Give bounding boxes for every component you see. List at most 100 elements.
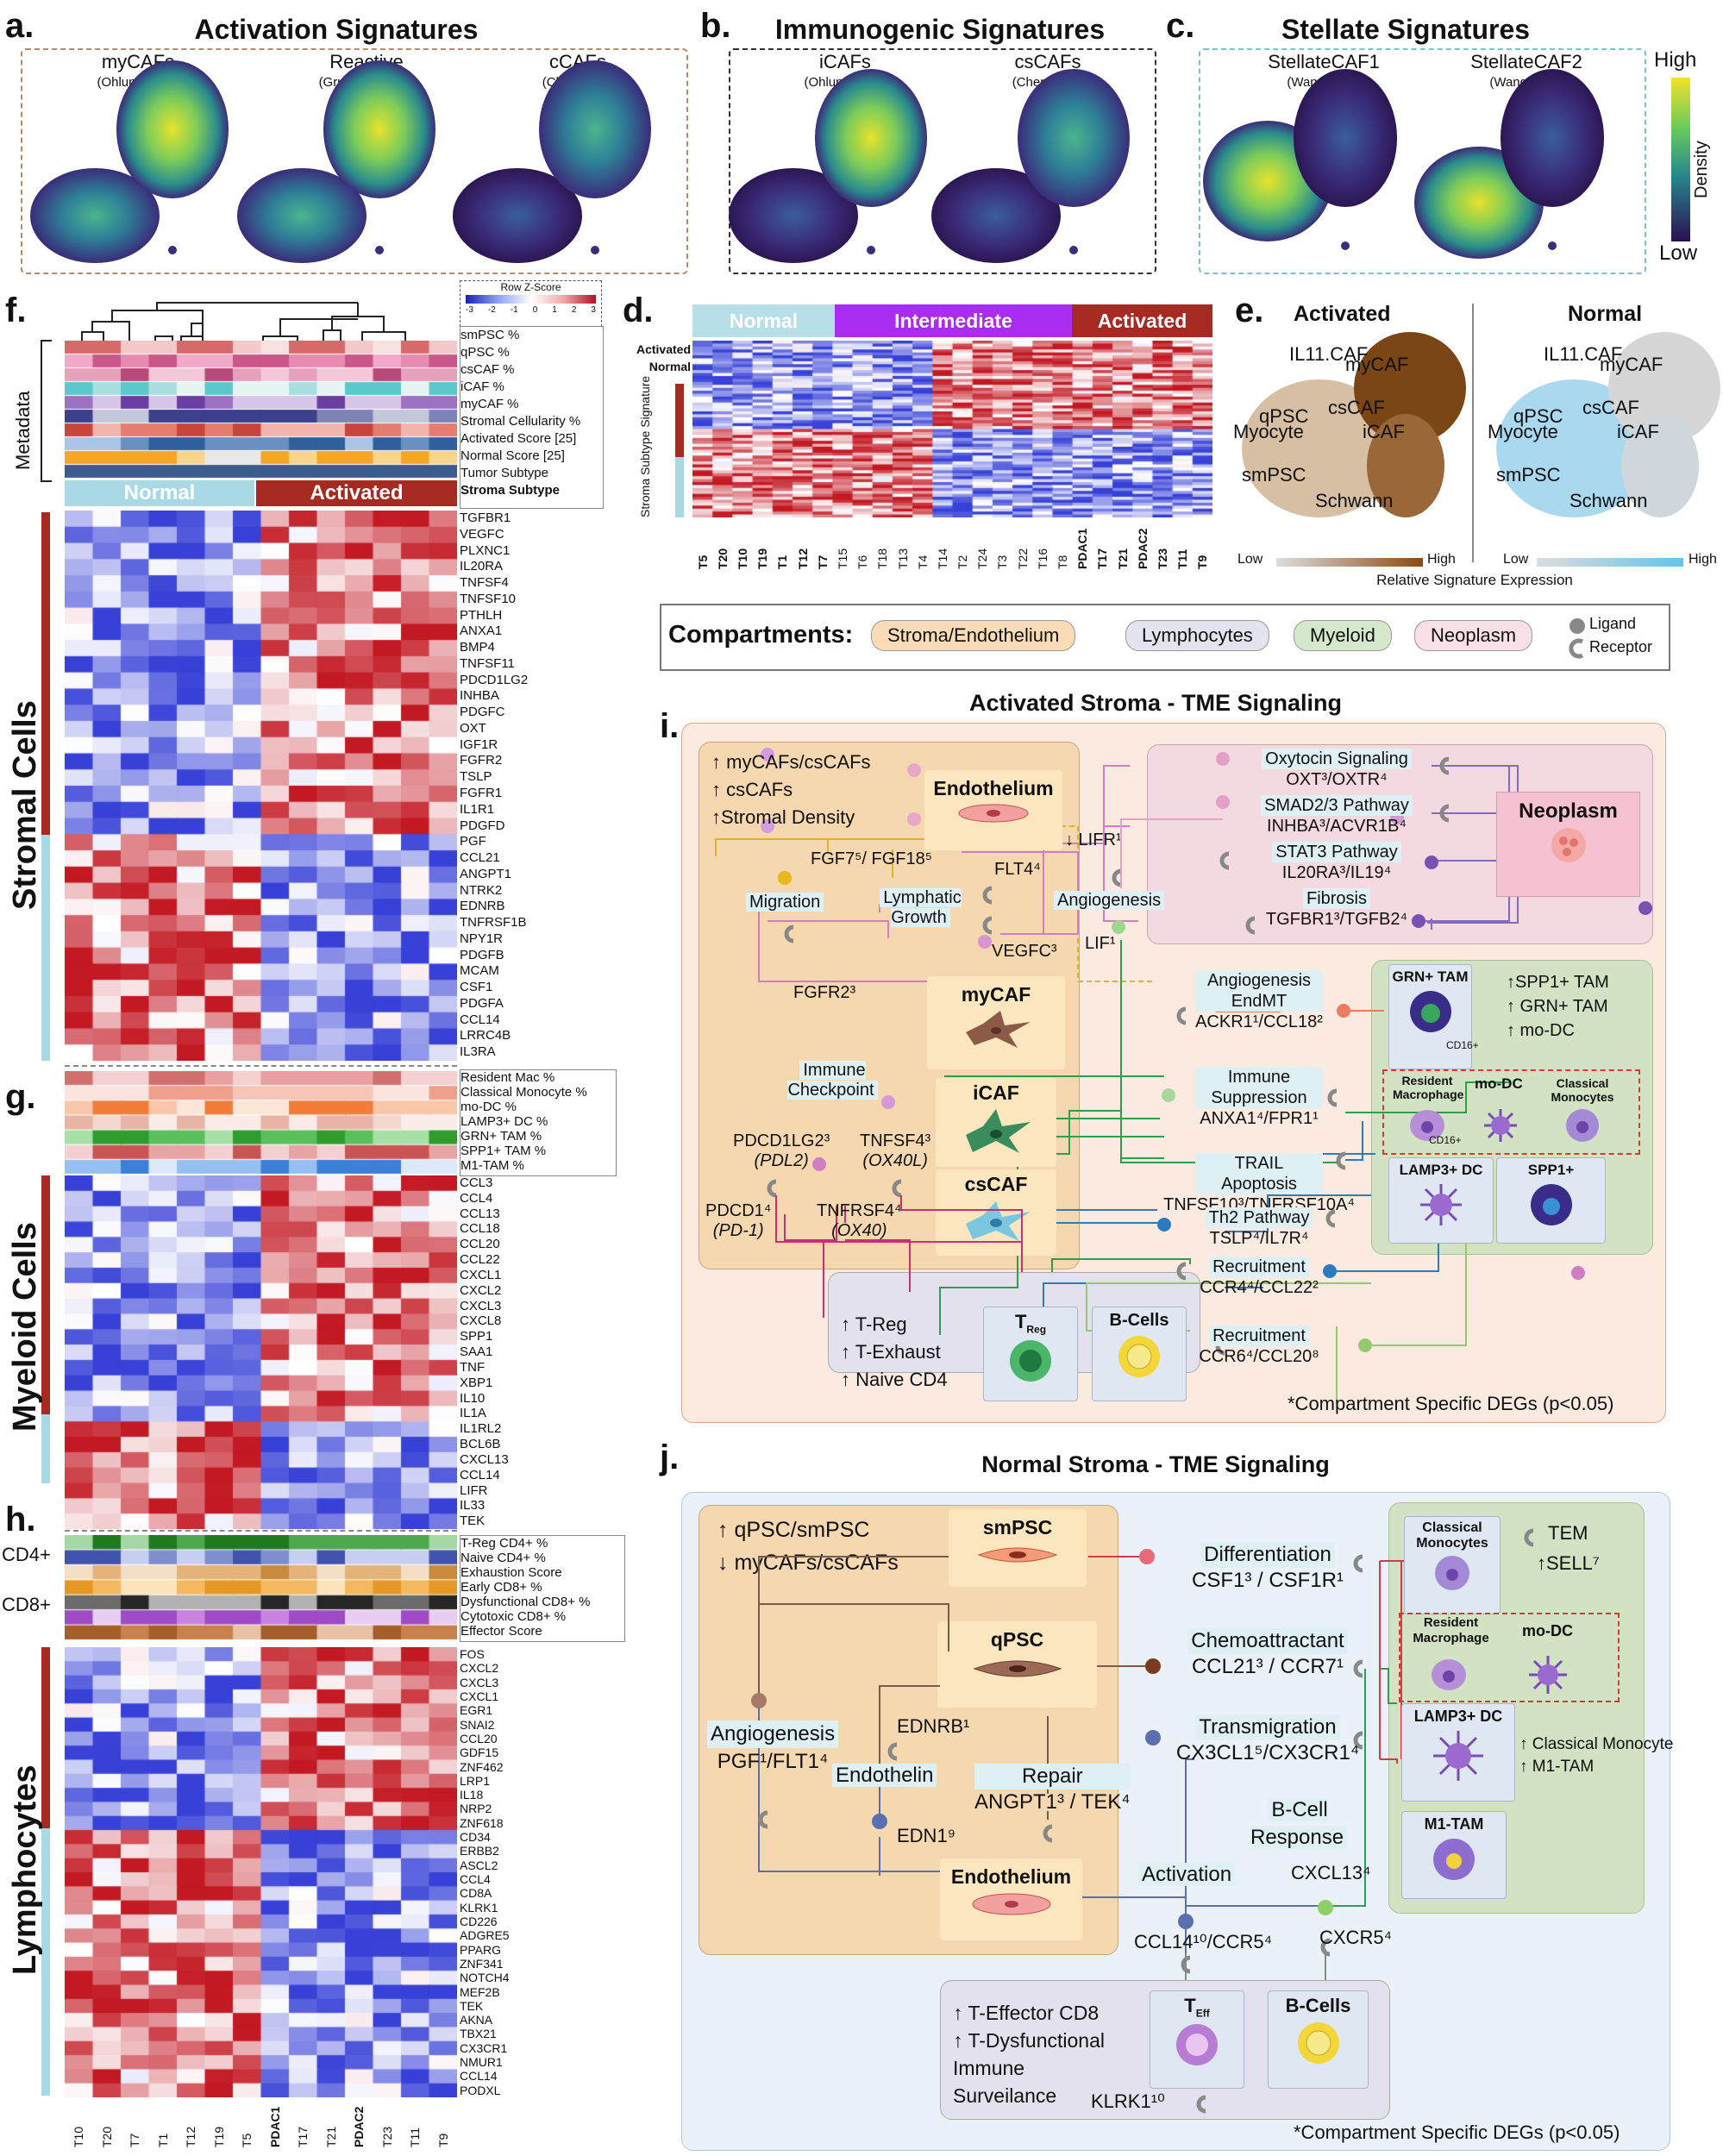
gene-label: PLXNC1 [460,542,511,558]
gene-label: MEF2B [460,1984,500,1999]
note-line: ↑ csCAFs [711,779,793,800]
group-activated: Activated [1072,304,1212,337]
j-modc: mo-DC [1522,1622,1573,1639]
gene-label: FGFR2 [460,753,503,768]
gene-label: CXCL3 [460,1675,499,1689]
f-metadata-heatmap [65,341,457,479]
legend-title: Compartments: [668,621,854,649]
i-modc: mo-DC [1475,1075,1523,1092]
i-tnfrsf4: TNFRSF4⁴(OX40) [817,1201,902,1240]
gene-label: Classical Monocyte % [461,1085,587,1100]
note-line: ↑ T-Dysfunctional Immune Surveilance [953,2029,1105,2107]
gene-label: ANGPT1 [460,866,512,881]
legend-stroma: Stroma/Endothelium [871,620,1076,651]
cluster-label: Schwann [1569,490,1648,511]
f-activated-bar [41,512,50,835]
note-line: ↑ mo-DC [1507,1021,1575,1040]
i-lymphatic: Lymphatic Growth [875,888,966,928]
e-caption: Relative Signature Expression [1376,572,1573,588]
note-line: ↑ T-Effector CD8 [953,2002,1100,2024]
gene-label: LAMP3+ DC % [461,1114,548,1129]
gene-label: Dysfunctional CD8+ % [461,1595,591,1609]
panel-letter-d: d. [623,291,654,329]
gene-label: LRRC4B [460,1028,511,1044]
d-normal-bar [675,457,684,517]
i-fgf: FGF7⁵/ FGF18⁵ [811,849,933,868]
umap-mycafs [30,60,229,263]
j-activation: Activation [1138,1863,1236,1886]
panel-letter-f: f. [5,291,27,329]
i-angiogenesis: Angiogenesis [1054,891,1165,911]
j-qpsc-cell: qPSC [937,1621,1097,1708]
i-footnote: *Compartment Specific DEGs (p<0.05) [1288,1393,1614,1414]
gene-label: IL10 [460,1390,486,1406]
j-lamp3-icon [1433,1731,1483,1781]
interaction-pair: CCL21³ / CCR7¹ [1191,1655,1344,1678]
interaction-name: Transmigration [1195,1714,1340,1740]
interaction-pair: ACKR1¹/CCL18² [1195,1012,1323,1031]
gene-label: GDF15 [460,1745,499,1760]
gene-label: Exhaustion Score [461,1565,562,1580]
panel-b-title: Immunogenic Signatures [774,14,1106,45]
gene-label: Activated Score [25] [461,431,577,446]
group-normal: Normal [692,304,835,337]
h-normal-bar [41,1828,50,2096]
gene-label: CX3CR1 [460,2040,508,2055]
bcell-icon [1118,1336,1160,1377]
j-cxcl13: CXCL13⁴ [1291,1862,1371,1883]
h-separator [65,1530,457,1533]
h-metadata-labels: T-Reg CD4+ %Naive CD4+ %Exhaustion Score… [460,1535,625,1642]
h-gene-heatmap [65,1647,457,2097]
gene-label: NRP2 [460,1802,492,1816]
i-cd16-b: CD16+ [1429,1134,1462,1146]
j-monocyte-icons [1432,1656,1567,1694]
e-activated-title: Activated [1294,302,1391,326]
i-icaf-cell: iCAF [936,1078,1056,1167]
gene-label: ANXA1 [460,624,503,639]
gene-label: Tumor Subtype [461,466,548,480]
gene-label: CCL18 [460,1221,500,1237]
j-classical-mono-icon [1435,1556,1469,1590]
zscore-tick: -3 [466,305,473,315]
gene-label: NTRK2 [460,882,503,898]
density-low-label: Low [1659,241,1698,265]
panel-letter-g: g. [5,1078,36,1116]
e-divider [1472,304,1474,562]
j-cxcr5: CXCR5⁴ [1319,1927,1393,1948]
interaction-name: TRAIL Apoptosis [1195,1153,1323,1194]
zscore-tick: 2 [571,305,577,315]
g-normal-bar [41,1414,50,1483]
density-colorbar [1671,78,1690,241]
note-line: ↑SPP1+ TAM [1507,973,1609,992]
gene-label: BMP4 [460,640,495,655]
cluster-label: Schwann [1315,490,1394,511]
cluster-label: myCAF [1345,354,1409,375]
gene-label: SAA1 [460,1344,493,1360]
gene-label: INHBA [460,688,499,704]
teff-icon [1176,2024,1218,2066]
gene-label: Early CD8+ % [461,1580,542,1595]
gene-label: CSF1 [460,980,493,995]
cluster-label: qPSC [1259,405,1309,427]
j-m1-tam: M1-TAM [1401,1811,1507,1899]
panel-letter-a: a. [5,7,34,45]
gene-label: NMUR1 [460,2055,503,2070]
cluster-label: myCAF [1600,354,1663,375]
f-gene-heatmap [65,511,457,1061]
gene-label: KLRK1 [460,1900,498,1915]
note-line: ↑ M1-TAM [1519,1758,1595,1776]
interaction-pair: CCR6⁴/CCL20⁸ [1199,1347,1319,1366]
cluster-label: iCAF [1363,421,1405,442]
gene-label: TEK [460,1514,486,1529]
zscore-tick: 0 [532,305,538,315]
gene-label: Stromal Cellularity % [461,414,581,429]
